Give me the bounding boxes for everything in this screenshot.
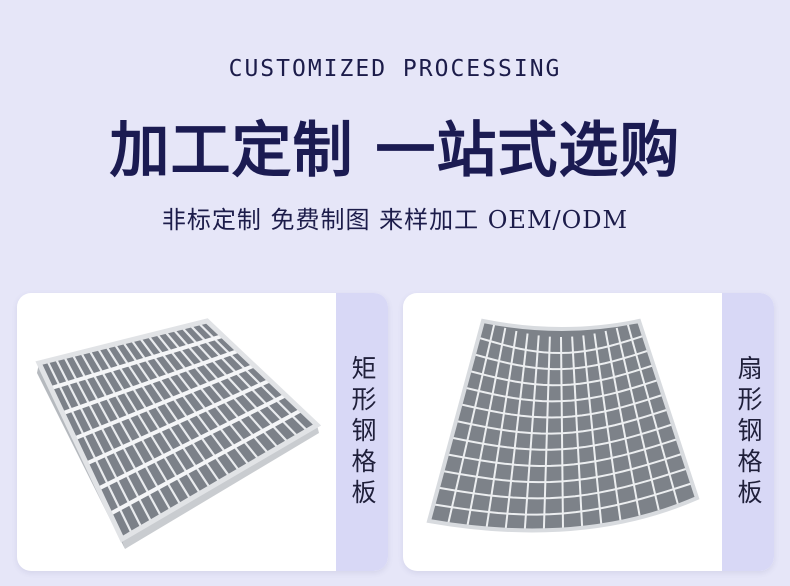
subtitle-en: CUSTOMIZED PROCESSING [228,56,562,82]
card-label-strip: 扇形钢格板 [722,293,774,571]
rectangular-grating-icon [17,293,337,571]
card-label-rectangular: 矩形钢格板 [348,354,377,510]
product-card-fan-shaped[interactable]: 扇形钢格板 [403,293,774,571]
card-label-strip: 矩形钢格板 [336,293,388,571]
product-card-rectangular[interactable]: 矩形钢格板 [17,293,388,571]
fan-shaped-grating-icon [403,293,723,571]
card-label-fan-shaped: 扇形钢格板 [734,354,763,510]
tagline: 非标定制 免费制图 来样加工 OEM/ODM [161,206,629,234]
page-title: 加工定制 一站式选购 [109,116,681,186]
